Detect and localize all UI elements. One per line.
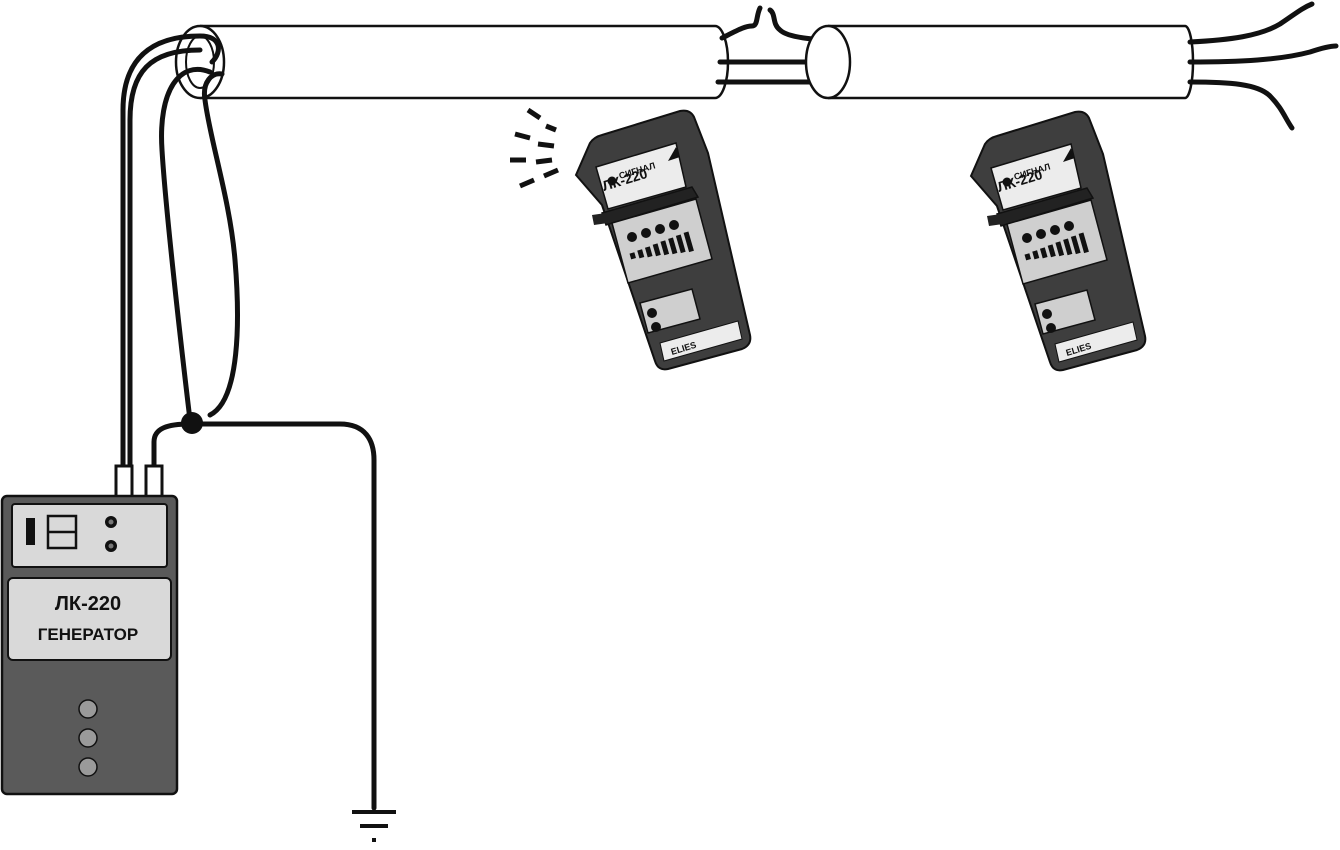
output-connector-1[interactable] (114, 464, 134, 500)
generator-model: ЛК-220 (55, 593, 121, 615)
indicator-lamp-1 (78, 699, 98, 719)
receiver-probe-1[interactable]: СИГНАЛ ЛК-220 ELIES (575, 109, 752, 371)
indicator-lamp-3 (78, 757, 98, 777)
cable-right-section (804, 24, 1195, 100)
generator-label-panel (7, 577, 172, 661)
generator-label: ГЕНЕРАТОР (38, 625, 138, 644)
generator-unit: ЛК-220 ГЕНЕРАТОР (0, 464, 179, 796)
signal-waves-icon (510, 107, 559, 189)
generator-control-panel (11, 503, 168, 568)
receiver-probe-2[interactable]: СИГНАЛ ЛК-220 ELIES (970, 110, 1147, 372)
indicator-lamp-2 (78, 728, 98, 748)
power-switch[interactable] (26, 518, 35, 545)
generator-wires (120, 33, 377, 811)
cable-left-section (174, 24, 730, 100)
exposed-wires-right (1187, 1, 1339, 131)
ground-icon (352, 810, 396, 842)
output-connector-2[interactable] (144, 464, 164, 500)
wire-junction (181, 412, 203, 434)
